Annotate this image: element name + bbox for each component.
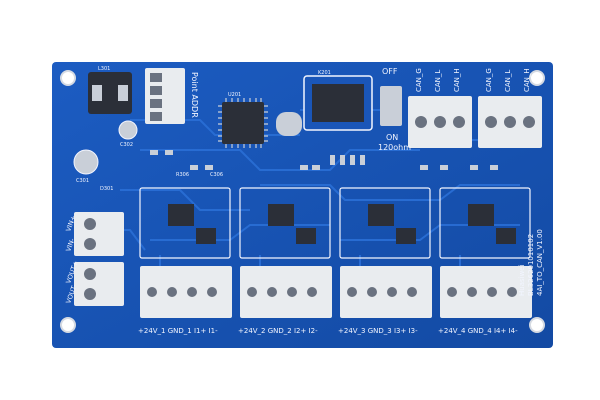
termination-jumper <box>380 86 402 126</box>
board-maker-label: Huasiwei <box>518 264 526 296</box>
crystal-oscillator <box>276 112 302 136</box>
microcontroller-chip <box>222 102 264 144</box>
inductor-l301 <box>88 72 132 114</box>
board-serial-label: BL326201010102 <box>527 234 535 296</box>
can-h-label-2: CAN_H <box>523 68 531 92</box>
vin-connector <box>74 212 124 256</box>
can-h-label-1: CAN_H <box>453 68 461 92</box>
mounting-hole-top-right <box>529 70 545 86</box>
capacitor-c302 <box>118 120 138 140</box>
on-label: ON <box>386 133 398 142</box>
channel-2-pin-labels: +24V_2 GND_2 I2+ I2- <box>238 327 318 335</box>
capacitor-c301 <box>73 149 99 175</box>
board-name-label: 4AI_TO_CAN_V1.00 <box>536 229 544 296</box>
can-connector-2 <box>478 96 542 148</box>
can-g-label-1: CAN_G <box>415 68 423 92</box>
ref-r306: R306 <box>176 172 189 178</box>
can-l-label-1: CAN_L <box>434 70 442 92</box>
ref-l301: L301 <box>98 66 110 72</box>
off-label: OFF <box>382 67 398 76</box>
can-g-label-2: CAN_G <box>485 68 493 92</box>
can-l-label-2: CAN_L <box>504 70 512 92</box>
channel-3-pin-labels: +24V_3 GND_3 I3+ I3- <box>338 327 418 335</box>
channel-module-2 <box>239 187 332 318</box>
point-addr-label: Point ADDR <box>190 72 199 118</box>
ref-c302: C302 <box>120 142 133 148</box>
mounting-hole-bottom-right <box>529 317 545 333</box>
mounting-hole-bottom-left <box>60 317 76 333</box>
ref-k201: K201 <box>318 70 331 76</box>
ref-u201: U201 <box>228 92 241 98</box>
channel-module-3 <box>339 187 432 318</box>
channel-module-1 <box>139 187 232 318</box>
ref-c301: C301 <box>76 178 89 184</box>
vout-connector <box>74 262 124 306</box>
can-connector-1 <box>408 96 472 148</box>
ref-d301: D301 <box>100 186 113 192</box>
ref-c306: C306 <box>210 172 223 178</box>
channel-1-pin-labels: +24V_1 GND_1 I1+ I1- <box>138 327 218 335</box>
channel-4-pin-labels: +24V_4 GND_4 I4+ I4- <box>438 327 518 335</box>
mounting-hole-top-left <box>60 70 76 86</box>
ohm-label: 120ohm <box>378 143 411 152</box>
smd-resistor-array <box>150 150 498 170</box>
channel-module-4 <box>439 187 532 318</box>
